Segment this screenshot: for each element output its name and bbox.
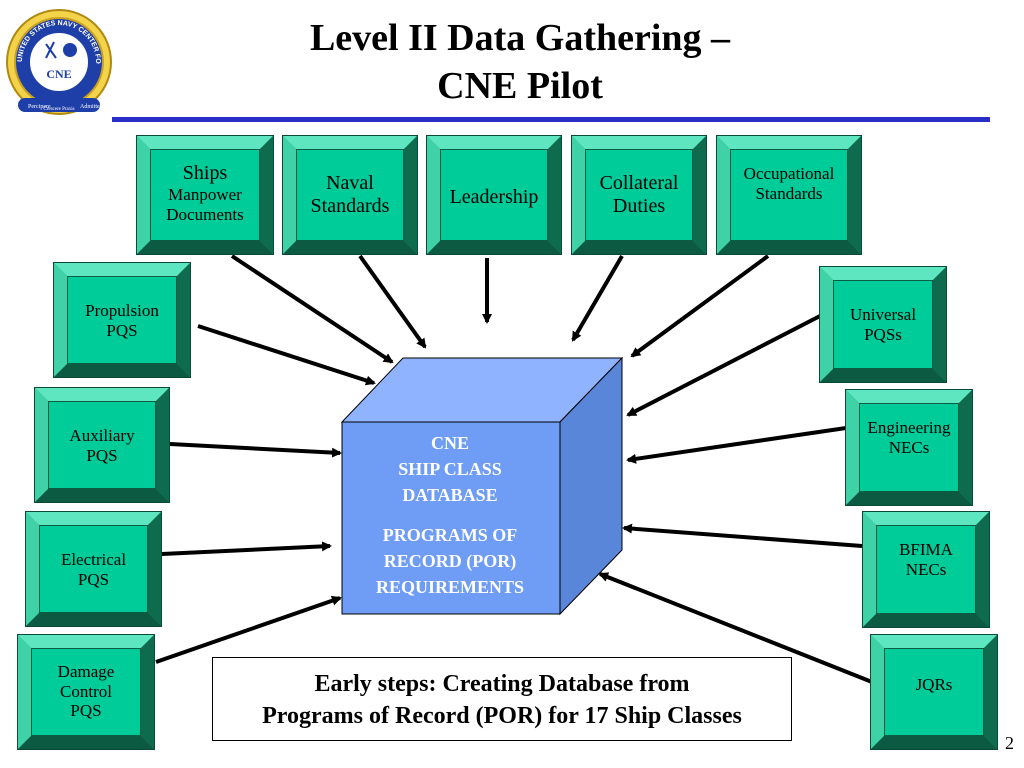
box-naval-standards: Naval Standards [282, 135, 418, 255]
page-title: Level II Data Gathering – CNE Pilot [220, 14, 820, 110]
box-electrical-pqs: Electrical PQS [25, 511, 162, 627]
title-line-1: Level II Data Gathering – [309, 17, 731, 59]
box-text-line: PQSs [864, 324, 902, 344]
box-text-line: PQS [77, 569, 110, 589]
box-text-line: Collateral [599, 172, 679, 194]
cube-front [341, 421, 561, 615]
box-text-line: Ships [182, 162, 228, 184]
arrow-electrical-pqs [161, 541, 332, 556]
box-leadership: Leadership [426, 135, 562, 255]
database-line-2: SHIP CLASS [398, 459, 502, 479]
database-line-3: DATABASE [402, 485, 498, 505]
arrow-naval-standards [358, 254, 427, 349]
logo-motto-left: Percipere [28, 104, 51, 110]
box-text-line: Leadership [449, 186, 539, 208]
arrow-engineering-necs [626, 426, 847, 464]
caption-line-1: Early steps: Creating Database from [314, 671, 690, 697]
box-text-line: Control [60, 681, 112, 701]
box-text-line: NECs [905, 559, 947, 579]
anchor-icon [45, 41, 57, 59]
box-collateral-duties: Collateral Duties [571, 135, 707, 255]
box-text-line: Standards [755, 183, 823, 203]
gear-icon [63, 43, 77, 57]
box-text-line: Duties [612, 195, 666, 217]
database-line-4: PROGRAMS OF [382, 525, 518, 545]
database-line-1: CNE [430, 433, 469, 453]
box-text-line: Electrical [60, 550, 127, 569]
logo-center-text: CNE [46, 67, 71, 81]
box-auxiliary-pqs: Auxiliary PQS [34, 387, 170, 503]
box-ships-manpower-documents: Ships Manpower Documents [136, 135, 274, 255]
arrow-occupational-standards [630, 254, 770, 358]
box-text-line: Manpower [168, 185, 242, 204]
caption-box: Early steps: Creating Database from Prog… [212, 657, 792, 741]
database-line-5: RECORD (POR) [383, 551, 517, 571]
central-database-label: CNE SHIP CLASS DATABASE PROGRAMS OF RECO… [342, 430, 558, 600]
logo-motto-center: Crescere Praxis [43, 107, 74, 112]
box-text-line: Occupational [743, 164, 835, 183]
arrow-collateral-duties [571, 254, 624, 342]
database-line-6: REQUIREMENTS [375, 577, 525, 597]
arrow-auxiliary-pqs [169, 442, 342, 458]
box-text-line: JQRs [915, 675, 953, 694]
box-universal-pqss: Universal PQSs [819, 266, 947, 383]
box-engineering-necs: Engineering NECs [845, 389, 973, 506]
box-text-line: Engineering [867, 418, 951, 437]
box-text-line: NECs [888, 437, 930, 457]
arrow-bfima-necs [622, 523, 863, 548]
box-propulsion-pqs: Propulsion PQS [53, 262, 191, 378]
box-text-line: Standards [310, 195, 390, 217]
box-text-line: PQS [86, 445, 118, 465]
box-text-line: PQS [70, 701, 102, 721]
box-bfima-necs: BFIMA NECs [862, 511, 990, 628]
box-text-line: PQS [106, 320, 138, 340]
box-jqrs: JQRs [870, 634, 998, 750]
box-occupational-standards: Occupational Standards [716, 135, 862, 255]
logo-motto-right: Admitte [80, 104, 100, 110]
caption-line-2: Programs of Record (POR) for 17 Ship Cla… [262, 703, 742, 729]
arrow-universal-pqss [626, 314, 821, 417]
page-number: 2 [1005, 733, 1014, 753]
arrow-damage-control-pqs [155, 595, 342, 664]
title-line-2: CNE Pilot [437, 65, 603, 107]
arrow-propulsion-pqs [197, 324, 376, 386]
box-text-line: Documents [166, 204, 244, 224]
box-text-line: Damage [57, 662, 115, 681]
box-damage-control-pqs: Damage Control PQS [17, 634, 155, 750]
box-text-line: Universal [849, 305, 917, 324]
arrow-jqrs [598, 572, 873, 684]
title-rule [112, 117, 990, 122]
box-text-line: Propulsion [85, 301, 159, 320]
box-text-line: Auxiliary [69, 426, 135, 445]
cne-logo: UNITED STATES NAVY CENTER FOR NAVAL ENGI… [4, 2, 112, 115]
box-text-line: BFIMA [899, 540, 953, 559]
arrow-ships-manpower [230, 254, 394, 364]
box-text-line: Naval [326, 172, 374, 194]
